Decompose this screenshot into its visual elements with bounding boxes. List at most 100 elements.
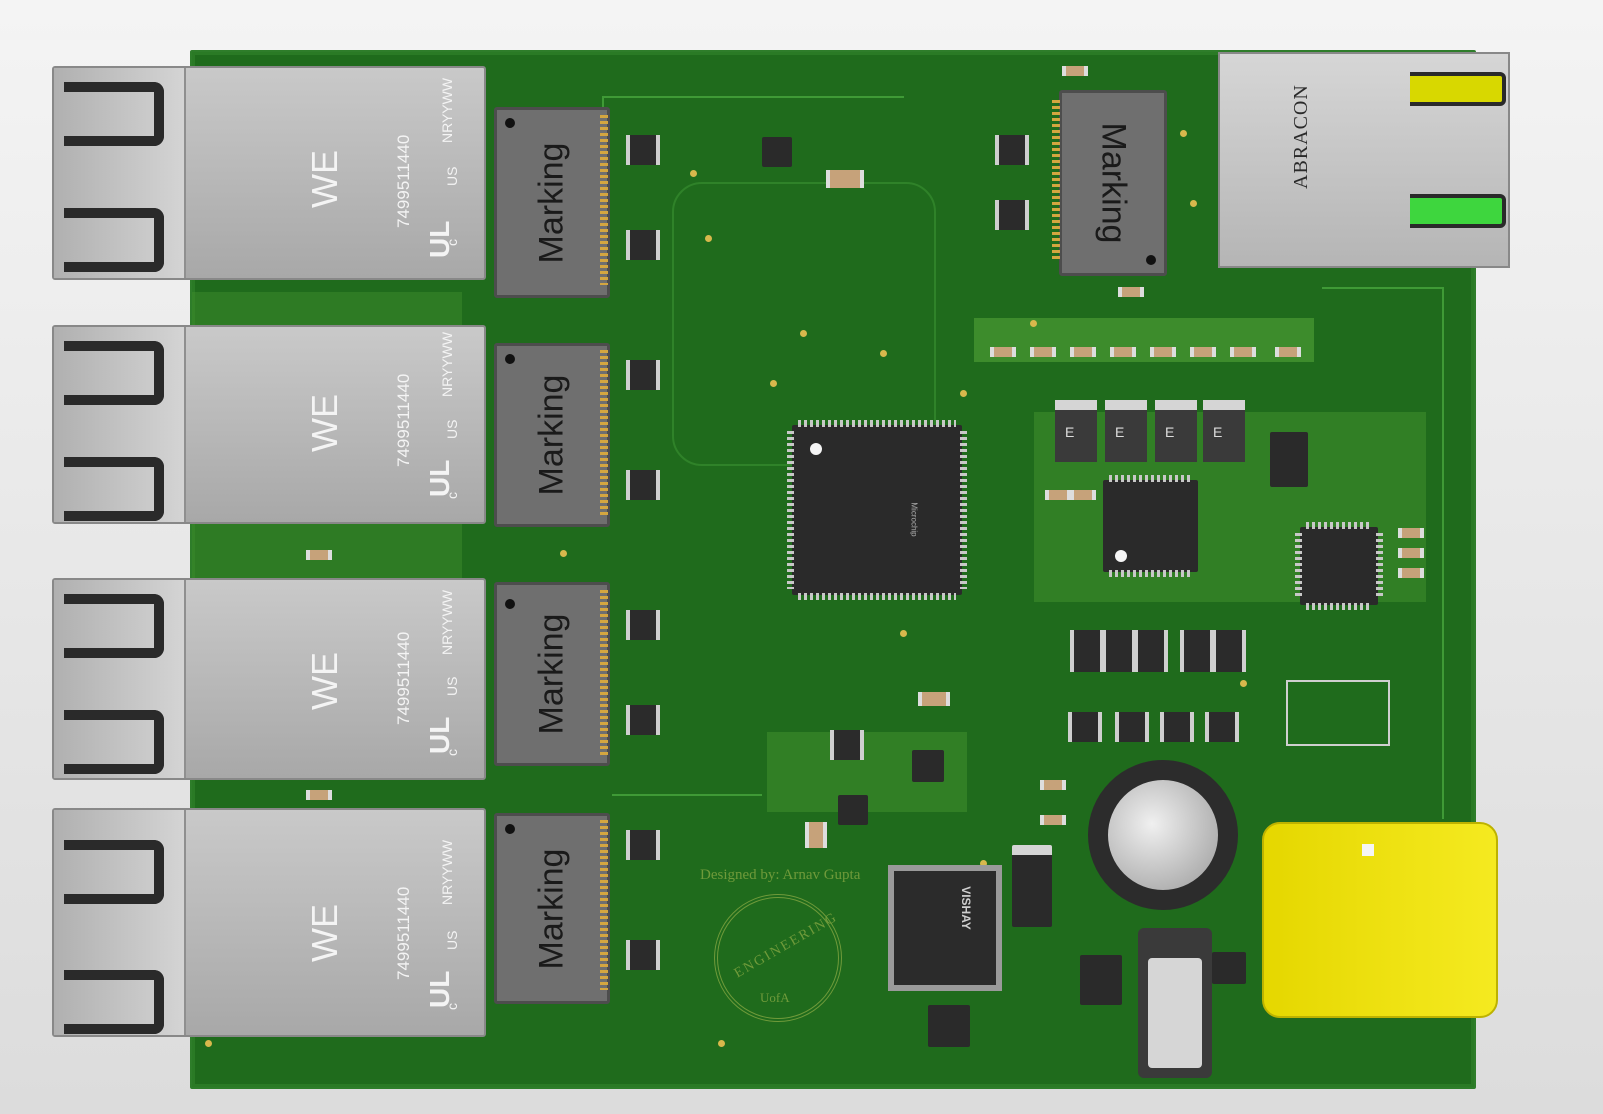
resistor [1118,287,1144,297]
signal-trace [612,794,762,806]
resistor [1045,490,1071,500]
jack-ul-mark: UL [424,970,455,1008]
sot-package [626,705,660,735]
diode-package: E [1203,400,1245,462]
via [960,390,967,397]
resistor [805,822,827,848]
vishay-inductor: VISHAY [888,865,1002,991]
diode-symbol-icon: E [1165,424,1175,440]
jack-latch [64,82,164,146]
transformer-pins [600,590,608,755]
jack-latch [64,970,164,1034]
sot-package [1212,630,1246,672]
sot-package [626,610,660,640]
diode-symbol-icon: E [1115,424,1125,440]
via [900,630,907,637]
power-ic [1012,845,1052,927]
resistor [1398,528,1424,538]
ethernet-transformer-1: Marking [494,107,610,298]
abracon-rj45-jack: ABRACON [1218,52,1510,268]
pin1-marker [1115,550,1127,562]
via [770,380,777,387]
pin1-marker [810,443,822,455]
sot-package [626,360,660,390]
rj45-jack-4: WE 7499511440 NRYYWW c UL US [52,808,486,1037]
jack-latch [64,710,164,774]
microchip-logo: Microchip [909,502,919,537]
via [705,235,712,242]
regulator-ic [912,750,944,782]
sot-package [626,830,660,860]
ethernet-transformer-2: Marking [494,343,610,527]
abracon-brand: ABRACON [1290,84,1312,189]
jack-part-number: 7499511440 [394,886,413,980]
chip-leads [960,431,967,589]
resistor [306,790,332,800]
diode-symbol-icon: E [1065,424,1075,440]
resistor [918,692,950,706]
jack-date-code: NRYYWW [439,839,455,905]
sot-package [626,470,660,500]
power-connector [1262,822,1498,1018]
transformer-pins [600,820,608,990]
resistor [1230,347,1256,357]
copper-pour-top [974,318,1314,362]
chip-leads [1109,570,1192,577]
rj45-jack-1: WE 7499511440 NRYYWW c UL US [52,66,486,280]
transformer-marking: Marking [532,848,571,969]
resistor [1070,347,1096,357]
ethernet-transformer-5: Marking [1059,90,1167,276]
jack-brand: WE [304,150,345,208]
connector-notch [1362,844,1374,856]
pin1-marker [505,118,515,128]
jack-cert-region: US [444,676,460,696]
jack-date-code: NRYYWW [439,331,455,397]
sot-package [830,730,864,760]
sot-package [1115,712,1149,742]
heatsink-tab [1148,958,1202,1068]
via [560,550,567,557]
via [1180,130,1187,137]
transformer-marking: Marking [1094,122,1133,244]
resistor [1150,347,1176,357]
chip-leads [787,431,794,589]
resistor [1030,347,1056,357]
ethernet-transformer-3: Marking [494,582,610,766]
jack-ul-mark: UL [424,220,455,258]
sot-package [1102,630,1136,672]
transformer-pins [600,350,608,515]
phy-chip [1103,475,1198,577]
jack-latch [64,594,164,658]
seal-top-text: ENGINEERING [731,909,841,982]
jack-brand: WE [304,904,345,962]
diode-package: E [1155,400,1197,462]
chip-leads [798,593,956,600]
jack-side-panel [54,68,186,278]
chip-leads [1306,603,1372,610]
jack-brand: WE [304,394,345,452]
electrolytic-capacitor [1088,760,1238,910]
crystal [1270,432,1308,487]
sot-package [1068,712,1102,742]
signal-trace [1322,287,1444,819]
via [205,1040,212,1047]
sot-package [1180,630,1214,672]
designer-credit: Designed by: Arnav Gupta [700,867,861,883]
chip-leads [1295,533,1302,599]
sot-package [626,940,660,970]
resistor [990,347,1016,357]
led-yellow [1410,72,1506,106]
led-green [1410,194,1506,228]
main-mcu-chip: Microchip [787,420,967,600]
transformer-marking: Marking [532,374,571,496]
pin1-marker [505,354,515,364]
sot-package [1070,630,1104,672]
jack-side-panel [54,327,186,522]
jack-date-code: NRYYWW [439,589,455,655]
buck-ic [1080,955,1122,1005]
resistor [1070,490,1096,500]
via [690,170,697,177]
pin1-marker [505,824,515,834]
st-microcontroller [1295,522,1383,610]
resistor [1062,66,1088,76]
